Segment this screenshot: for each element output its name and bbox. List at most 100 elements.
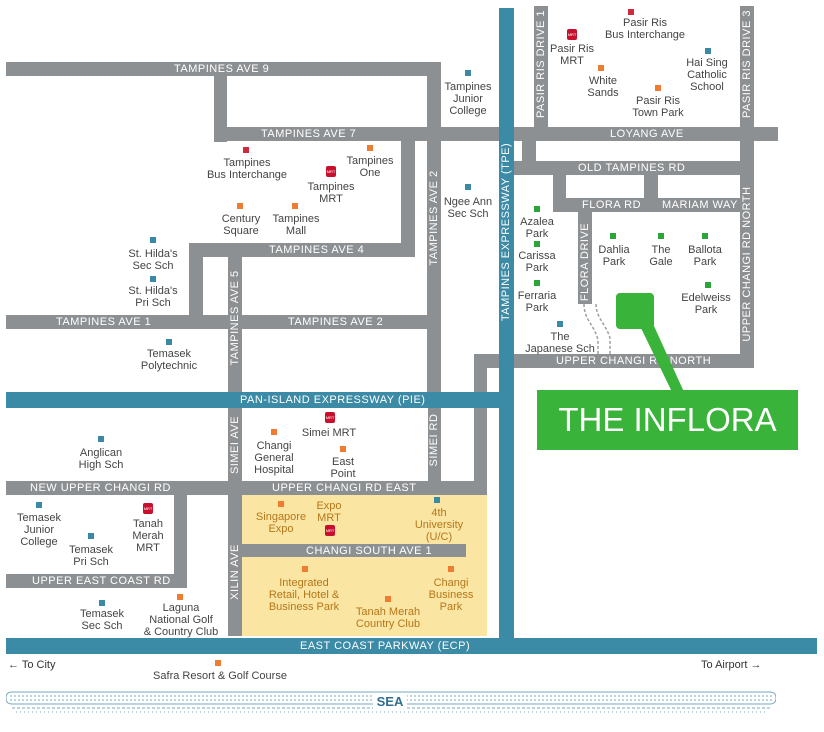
label-tampines-ave-2-v: TAMPINES AVE 2 (428, 170, 440, 266)
road-simei-ave (228, 408, 242, 636)
school-icon (99, 600, 105, 606)
park-icon (702, 233, 708, 239)
place-simei-mrt: Simei MRT (301, 427, 357, 439)
road-pasir-ris-drive-1 (534, 6, 548, 141)
mrt-icon: MRT (325, 412, 335, 423)
amenity-icon (655, 85, 661, 91)
road-tampines-ave-7 (214, 127, 778, 141)
label-tampines-ave-4: TAMPINES AVE 4 (269, 244, 365, 256)
place-safra: Safra Resort & Golf Course (153, 670, 287, 682)
label-upper-changi-rd-north-h: UPPER CHANGI RD NORTH (556, 355, 712, 367)
label-upper-changi-rd-north-v: UPPER CHANGI RD NORTH (741, 186, 753, 342)
label-tampines-ave-7: TAMPINES AVE 7 (261, 128, 357, 140)
road-tampines-ave-9-spur (214, 62, 227, 142)
bus-interchange-icon (628, 9, 634, 15)
to-city-label: ← To City (8, 659, 56, 671)
label-ecp: EAST COAST PARKWAY (ECP) (300, 640, 471, 652)
road-tampines-ave-4 (189, 243, 415, 257)
road-tampines-ave-4-west (189, 243, 203, 315)
label-upper-east-coast-rd: UPPER EAST COAST RD (32, 575, 171, 587)
park-icon (610, 233, 616, 239)
amenity-icon (292, 203, 298, 209)
amenity-icon (177, 594, 183, 600)
park-icon (705, 282, 711, 288)
mrt-icon: MRT (567, 29, 577, 40)
label-flora-rd: FLORA RD (582, 199, 642, 211)
road-changi-south-ave-1 (241, 544, 466, 557)
amenity-icon (598, 65, 604, 71)
school-icon (88, 533, 94, 539)
school-icon (705, 48, 711, 54)
the-inflora-label: THE INFLORA (537, 390, 798, 450)
road-old-tampines-rd (514, 161, 741, 175)
road-upper-changi-rd-east-connector (474, 356, 487, 495)
park-icon (534, 206, 540, 212)
amenity-icon (237, 203, 243, 209)
school-icon (557, 321, 563, 327)
callout-pointer (640, 326, 684, 392)
site-access-path (583, 303, 611, 356)
park-icon (534, 280, 540, 286)
school-icon (465, 70, 471, 76)
label-new-upper-changi-rd: NEW UPPER CHANGI RD (30, 482, 171, 494)
sea-label: SEA (373, 693, 407, 710)
amenity-icon (385, 596, 391, 602)
school-icon (150, 276, 156, 282)
mrt-icon: MRT (326, 166, 336, 177)
school-icon (98, 436, 104, 442)
amenity-icon (367, 145, 373, 151)
mrt-icon: MRT (325, 525, 335, 536)
park-icon (534, 241, 540, 247)
amenity-icon (448, 566, 454, 572)
school-icon (150, 237, 156, 243)
bus-interchange-icon (243, 147, 249, 153)
road-upper-east-coast-rd-spur (174, 481, 187, 588)
changi-business-zone (241, 492, 487, 636)
label-mariam-way: MARIAM WAY (662, 199, 738, 211)
school-icon (465, 184, 471, 190)
amenity-icon (215, 660, 221, 666)
park-icon (658, 233, 664, 239)
school-icon (36, 502, 42, 508)
expressway-pie (6, 392, 514, 408)
road-pasir-ris-drive-3 (740, 6, 754, 141)
label-changi-south-ave-1: CHANGI SOUTH AVE 1 (306, 545, 433, 557)
label-simei-rd: SIMEI RD (428, 413, 440, 467)
amenity-icon (278, 501, 284, 507)
road-tampines-ave-4-vertical (401, 141, 415, 257)
road-upper-east-coast-rd (6, 574, 187, 588)
label-tampines-ave-9: TAMPINES AVE 9 (174, 63, 270, 75)
